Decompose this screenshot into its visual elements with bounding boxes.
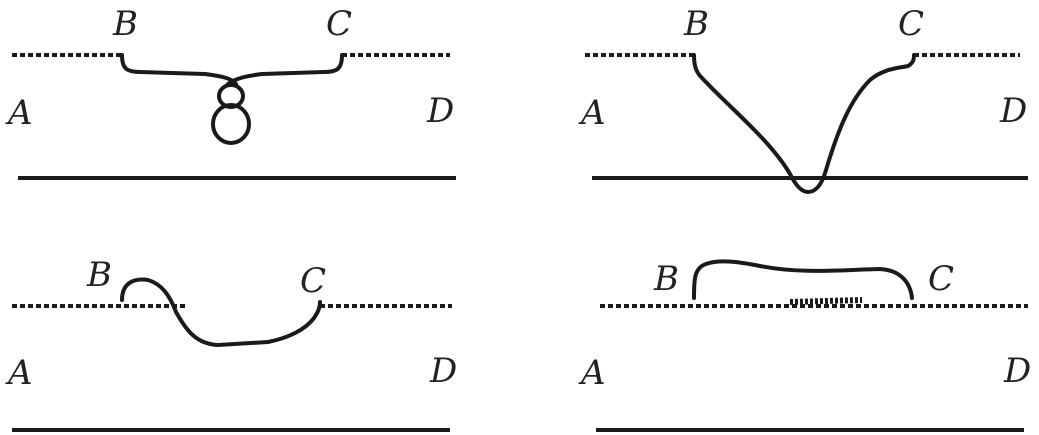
panel-top-right: A B C D xyxy=(578,4,1028,194)
curve-b-c xyxy=(120,277,322,347)
label-c: C xyxy=(326,4,352,44)
curve-b-c xyxy=(692,259,914,300)
label-a: A xyxy=(5,353,33,393)
label-a: A xyxy=(5,93,33,133)
label-b: B xyxy=(86,255,112,295)
label-d: D xyxy=(429,351,457,391)
label-a: A xyxy=(578,93,606,133)
label-b: B xyxy=(653,259,679,299)
label-d: D xyxy=(999,91,1027,131)
panel-bottom-right: A B C D xyxy=(578,259,1031,432)
large-loop xyxy=(211,103,251,145)
curve-b-c xyxy=(692,53,916,194)
hatched-segment xyxy=(789,297,863,305)
panel-top-left: A B C D xyxy=(5,4,456,180)
label-c: C xyxy=(300,261,326,301)
label-b: B xyxy=(112,4,138,44)
label-d: D xyxy=(426,91,454,131)
label-d: D xyxy=(1003,351,1031,391)
label-a: A xyxy=(578,353,606,393)
curve-b-c xyxy=(120,53,344,86)
panel-bottom-left: A B C D xyxy=(5,255,457,432)
label-c: C xyxy=(898,4,924,44)
label-c: C xyxy=(928,259,954,299)
label-b: B xyxy=(683,4,709,44)
